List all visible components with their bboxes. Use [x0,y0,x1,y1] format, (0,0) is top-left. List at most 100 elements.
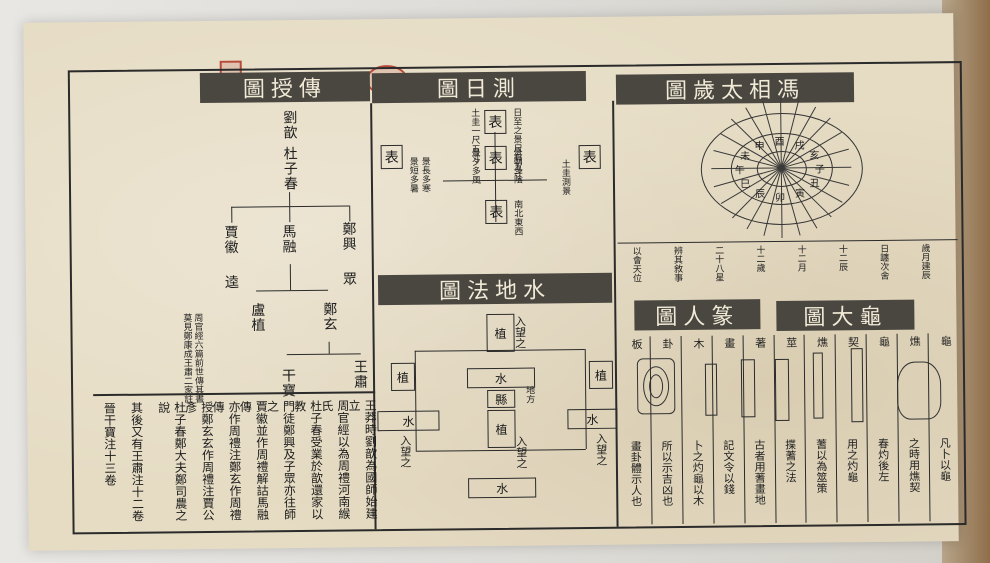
shuidi-panel: 植 入望之 水 縣 地方 植 入望之 水 植 水 入望之 植 水 入望之 [374,305,618,530]
shui-label: 水 [496,481,509,496]
ru-wang-left: 入望之 [398,434,412,468]
wheel-label: 辰 [755,189,766,201]
instrument-label: 龜 [877,335,891,347]
column-divider [773,335,777,524]
column-divider [742,335,746,524]
ru-wang-right: 入望之 [594,432,608,466]
column-divider [896,333,900,522]
instrument-label: 卦 [660,338,675,350]
column-divider [804,334,807,523]
shui-right: 水 [567,408,618,430]
lineage-mid-left: 賈徽 [222,224,239,255]
wheel-label: 丑 [809,178,820,190]
xiangsui-note: 辨其敘事 [671,245,683,283]
title-xiangsui-text: 圖歲太相馮 [664,77,806,105]
lineage-text-block: 王莽時劉歆為國師始建立周官經以為周禮河南緱氏杜子春受業於歆還家以教門徒鄭興及子眾… [99,397,378,528]
biao-box: 表 [484,109,507,135]
zhi-label: 植 [494,326,507,341]
zhi-top: 植 [486,313,515,353]
lineage-bottom-right: 王肅 [351,359,369,390]
shui-left: 水 [377,410,440,432]
ru-wang-bottom: 入望之 [514,435,528,469]
xiangsui-note: 十二辰 [836,244,848,272]
tree-line [328,341,330,354]
instrument-caption: 凡卜以龜 [938,437,952,482]
print-frame: 圖授傳 劉歆 杜子春 賈徽 馬融 鄭興 逵 眾 盧植 鄭玄 干寶 王肅 周官經六… [67,61,967,535]
di-fang: 地方 [524,385,535,404]
instrument-label: 燋 [908,335,922,347]
zhi-label: 植 [594,368,608,383]
title-chuanshou: 圖授傳 [199,71,371,104]
title-shiren-text: 圖人篆 [655,304,740,331]
xian-box: 縣 [487,389,516,409]
instrument-label: 畫 [722,337,736,349]
channel-line [415,449,586,452]
instrument-caption: 用之灼龜 [845,438,859,483]
instrument-label: 板 [630,338,644,350]
lineage-text-column: 其後又有王肅注十二卷 [129,401,145,522]
wheel-label: 申 [754,140,765,152]
zhi-left: 植 [390,362,416,392]
instrument-label: 著 [753,337,767,349]
sun-note: 景長多寒 [419,156,431,193]
instrument-label: 莖 [784,336,798,348]
sun-note: 景短多暑 [407,156,419,193]
lineage-mid-center: 馬融 [280,224,297,255]
sun-note: 景朝多陰 [511,147,522,184]
lineage-mid-right: 鄭興 [340,221,357,252]
title-cerituo-text: 圖日測 [436,76,522,103]
lineage-text-column: 晉干寶注十三卷 [102,401,118,487]
tree-line [289,264,292,291]
column-divider [649,336,653,525]
title-guiwu-text: 圖大龜 [803,304,888,331]
biao-box: 表 [380,144,403,170]
column-divider [865,334,869,523]
biao-box: 表 [578,144,601,170]
biao-label: 表 [488,114,503,132]
shui-label: 水 [586,412,599,427]
instrument-label: 龜 [939,335,953,347]
lineage-panel: 劉歆 杜子春 賈徽 馬融 鄭興 逵 眾 盧植 鄭玄 干寶 王肅 周官經六篇前世傳… [174,105,373,407]
wheel-label: 卯 [775,192,786,205]
column-divider [711,335,715,524]
xiangsui-note: 歲月建辰 [919,243,930,280]
title-chuanshou-text: 圖授傳 [242,76,328,103]
tree-line [286,353,361,356]
wheel-label: 子 [814,164,825,176]
title-shiren: 圖人篆 [634,299,761,331]
wheel-label: 巳 [740,179,751,191]
tree-line [231,206,233,223]
instrument-caption: 古者用蓍畫地 [752,439,767,506]
xiangsui-note: 日躔次舍 [878,243,889,280]
title-guiwu: 圖大龜 [776,299,915,332]
instruments-panel: 板畫卦體示人也卦所以示吉凶也木卜之灼龜以木畫記文令以錢著古者用蓍畫地莖揲蓍之法燋… [619,333,961,525]
instrument-caption: 所以示吉凶也 [660,440,674,507]
lineage-lower-left: 逵 [222,274,240,290]
instrument-columns: 板畫卦體示人也卦所以示吉凶也木卜之灼龜以木畫記文令以錢著古者用蓍畫地莖揲蓍之法燋… [619,333,961,525]
shui-label: 水 [402,414,415,429]
shui-bottom: 水 [468,477,537,499]
biao-label: 表 [384,149,399,167]
zhi-label: 植 [495,422,508,437]
instrument-label: 契 [846,336,860,348]
sun-note: 南北東西 [512,199,523,236]
tree-line [256,289,329,292]
channel-line [584,349,587,450]
instrument-caption: 春灼後左 [876,437,890,482]
column-divider [680,336,684,525]
wheel-label: 午 [734,165,745,177]
xiangsui-notes: 歲月建辰日躔次舍十二辰十二月十二歲二十八星辨其敘事以會天位 [626,241,957,300]
ru-wang-top: 入望之 [513,315,527,349]
wheel-label: 酉 [774,136,785,149]
woodblock-print-sheet: 圖授傳 劉歆 杜子春 賈徽 馬融 鄭興 逵 眾 盧植 鄭玄 干寶 王肅 周官經六… [23,13,967,551]
zhi-bottom: 植 [487,409,516,449]
wheel-label: 亥 [809,150,820,162]
sun-note: 景夕多風 [469,148,480,185]
title-shuidi-text: 圖法地水 [438,278,552,305]
zhi-label: 植 [396,370,410,385]
title-xiangsui: 圖歲太相馮 [615,72,855,105]
xiangsui-note: 二十八星 [713,245,724,282]
lineage-text-column: 杜子春鄭大夫鄭司農之說 [156,401,188,522]
lineage-lower-right: 眾 [340,271,358,287]
title-shuidi: 圖法地水 [377,272,613,306]
